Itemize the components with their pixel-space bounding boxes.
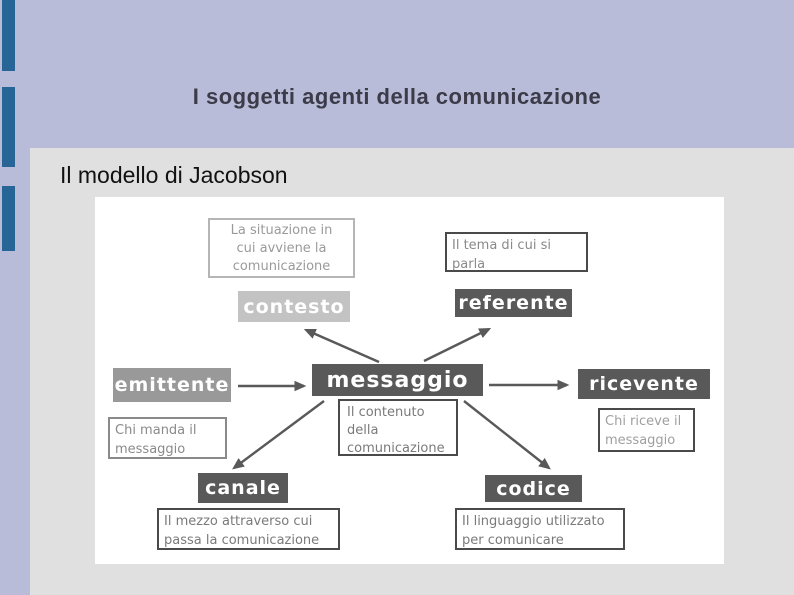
note-line: Il contenuto [347, 405, 425, 420]
note-ricevente: Chi riceve il messaggio [598, 408, 695, 452]
node-ricevente: ricevente [578, 369, 710, 399]
note-messaggio: Il contenuto della comunicazione [338, 399, 458, 456]
note-emittente: Chi manda il messaggio [108, 417, 227, 459]
arrow-messaggio-to-contesto [303, 328, 380, 364]
note-line: per comunicare [462, 533, 564, 548]
node-contesto: contesto [238, 291, 350, 322]
node-referente: referente [455, 289, 572, 317]
note-canale: Il mezzo attraverso cui passa la comunic… [157, 508, 340, 550]
note-line: messaggio [605, 433, 676, 448]
note-line: messaggio [115, 442, 186, 457]
note-codice: Il linguaggio utilizzato per comunicare [455, 508, 625, 550]
node-canale: canale [198, 473, 288, 503]
note-line: della [347, 423, 379, 438]
node-codice: codice [485, 475, 582, 502]
node-messaggio: messaggio [312, 364, 483, 396]
left-accent-bar-1 [2, 0, 15, 71]
note-line: Chi riceve il [605, 414, 682, 429]
note-referente: Il tema di cui si parla [445, 232, 588, 272]
note-line: cui avviene la [236, 241, 327, 256]
arrow-messaggio-to-canale [232, 400, 325, 470]
left-accent-bar-2 [2, 87, 15, 167]
slide-title: I soggetti agenti della comunicazione [192, 84, 602, 109]
note-line: passa la comunicazione [164, 533, 320, 548]
content-panel: Il modello di Jacobson La situazione in … [30, 148, 794, 595]
note-line: comunicazione [347, 441, 445, 456]
note-line: La situazione in [230, 223, 333, 238]
note-line: Il mezzo attraverso cui [164, 514, 313, 529]
note-line: Chi manda il [115, 423, 197, 438]
arrow-messaggio-to-codice [463, 400, 551, 470]
node-emittente: emittente [113, 368, 231, 402]
arrow-messaggio-to-referente [423, 327, 492, 363]
slide-subtitle: Il modello di Jacobson [60, 162, 288, 188]
note-line: parla [452, 257, 486, 272]
jacobson-diagram: La situazione in cui avviene la comunica… [95, 197, 724, 564]
note-line: Il linguaggio utilizzato [462, 514, 605, 529]
note-line: comunicazione [232, 259, 331, 274]
note-contesto: La situazione in cui avviene la comunica… [208, 218, 355, 278]
note-line: Il tema di cui si [452, 238, 551, 253]
left-accent-bar-3 [2, 186, 15, 251]
